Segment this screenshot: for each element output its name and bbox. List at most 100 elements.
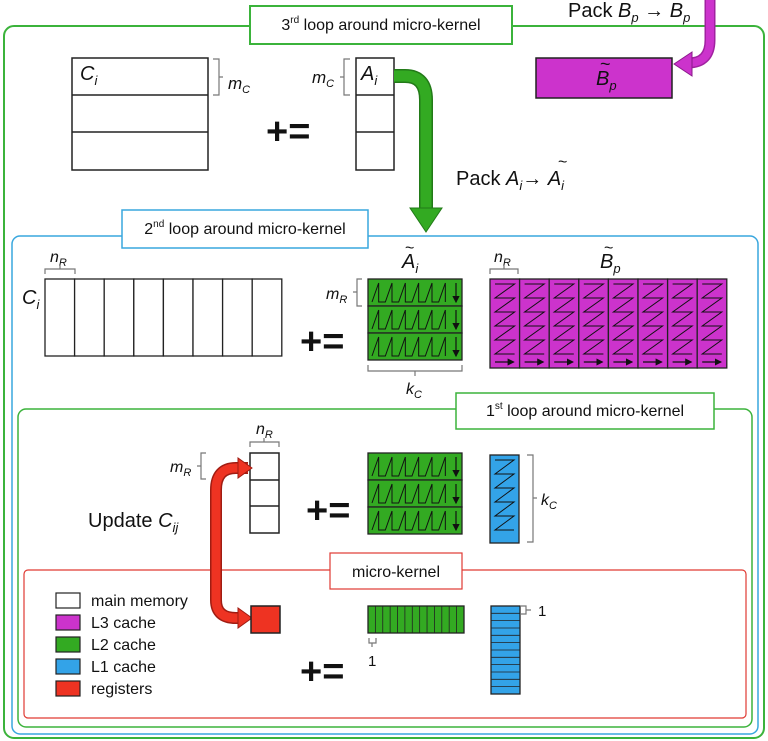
b-l1-zigzag bbox=[493, 459, 516, 531]
a-tilde-i-tilde: ~ bbox=[405, 240, 414, 257]
third-loop-title: 3rd loop around micro-kernel bbox=[281, 15, 480, 34]
register-block bbox=[250, 605, 281, 634]
one-brace-b bbox=[521, 605, 531, 615]
b-tilde-p-packed-block bbox=[535, 57, 673, 99]
update-arrowhead-top bbox=[237, 457, 253, 479]
legend-swatch bbox=[55, 592, 81, 609]
first-loop-frame bbox=[17, 408, 753, 728]
mc-label-c: mC bbox=[228, 74, 250, 96]
mr-label-c1: mR bbox=[170, 459, 191, 479]
a-zigzag-path bbox=[371, 483, 446, 504]
plus-eq-micro: += bbox=[300, 651, 344, 693]
c-i-panel bbox=[162, 278, 194, 357]
b-l1-panel bbox=[489, 454, 520, 544]
legend-swatch bbox=[55, 658, 81, 675]
legend-label: L2 cache bbox=[91, 637, 156, 654]
c-i-panel bbox=[221, 278, 253, 357]
legend-label: L3 cache bbox=[91, 615, 156, 632]
a-zigzag-path bbox=[371, 336, 446, 357]
b-packed-panel bbox=[518, 278, 550, 369]
a-i-label-top: Ai bbox=[360, 63, 378, 88]
plus-eq-top: += bbox=[266, 111, 310, 153]
c-i-panel bbox=[103, 278, 135, 357]
mr-brace-a2 bbox=[353, 278, 362, 307]
legend-label: main memory bbox=[91, 593, 188, 610]
b-tilde-p-label: Bp bbox=[596, 68, 617, 93]
c-i-label-top: Ci bbox=[80, 63, 98, 88]
c-i-panel bbox=[251, 278, 283, 357]
nr-brace-c2 bbox=[44, 265, 76, 274]
b-micro-panel-l1 bbox=[489, 454, 520, 544]
c-i-label-2: Ci bbox=[22, 287, 40, 312]
b-zigzag-path bbox=[552, 283, 576, 355]
b-tilde-p-packed-panels bbox=[489, 278, 728, 369]
b-packed-panel bbox=[666, 278, 698, 369]
b-tilde-p-tilde-2: ~ bbox=[604, 240, 613, 257]
nr-brace-b2 bbox=[489, 265, 519, 274]
second-loop-title-box bbox=[121, 209, 369, 249]
b-zigzag-path bbox=[611, 283, 635, 355]
legend-label: L1 cache bbox=[91, 659, 156, 676]
b-packed-panel bbox=[578, 278, 610, 369]
b-packed-panel bbox=[696, 278, 728, 369]
kc-brace-a2 bbox=[367, 365, 463, 376]
first-loop-title: 1st loop around micro-kernel bbox=[486, 401, 684, 420]
second-loop-title: 2nd loop around micro-kernel bbox=[144, 219, 345, 238]
b-zigzag-path bbox=[523, 283, 546, 355]
b-zigzag-path bbox=[582, 283, 605, 355]
a-zigzag-path bbox=[371, 510, 446, 531]
legend-swatch bbox=[55, 680, 81, 697]
legend-swatch bbox=[55, 614, 81, 631]
a-zigzag-path bbox=[371, 456, 446, 477]
update-arrow-outline bbox=[210, 462, 248, 624]
update-arrow bbox=[211, 463, 248, 623]
nr-label-c2: nR bbox=[50, 249, 67, 269]
a-zigzag-path bbox=[371, 282, 446, 303]
c-ij-column bbox=[249, 452, 280, 534]
mc-brace-c bbox=[213, 58, 223, 96]
a-micro-row bbox=[367, 605, 465, 634]
c-i-panel bbox=[44, 278, 76, 357]
legend-swatch bbox=[55, 636, 81, 653]
micro-kernel-title-box bbox=[329, 552, 463, 590]
mc-brace-a bbox=[340, 58, 350, 96]
pack-a-arrowhead bbox=[409, 207, 443, 233]
b-zigzag-path bbox=[493, 283, 517, 355]
c-i-panel bbox=[133, 278, 165, 357]
c-i-panel bbox=[73, 278, 105, 357]
update-label: Update Cij bbox=[88, 510, 179, 535]
nr-label-b2: nR bbox=[494, 249, 511, 269]
mr-label-a2: mR bbox=[326, 286, 347, 306]
kc-label-a2: kC bbox=[406, 381, 422, 401]
pack-a-arrow bbox=[394, 70, 432, 210]
b-micro-col-l1 bbox=[490, 605, 521, 695]
b-zigzag-path bbox=[671, 283, 694, 355]
third-loop-title-box bbox=[249, 5, 513, 45]
b-packed-panel bbox=[548, 278, 580, 369]
one-brace-a bbox=[368, 638, 377, 647]
pack-b-label: Pack Bp → Bp bbox=[568, 0, 690, 25]
kc-label-b1: kC bbox=[541, 492, 557, 512]
mr-brace-c1 bbox=[197, 452, 206, 480]
update-arrowhead-bottom bbox=[237, 607, 253, 629]
a-tilde-i-label: Ai bbox=[401, 251, 419, 276]
one-label-a: 1 bbox=[368, 653, 376, 670]
b-zigzag-path bbox=[700, 283, 724, 355]
one-label-b: 1 bbox=[538, 603, 546, 620]
b-packed-panel bbox=[607, 278, 639, 369]
a-tilde-i-packed-block-loop1 bbox=[367, 452, 463, 535]
pack-a-tilde: ~ bbox=[558, 154, 567, 171]
b-packed-panel bbox=[637, 278, 669, 369]
nr-label-c1: nR bbox=[256, 421, 273, 441]
a-zigzag-path bbox=[371, 309, 446, 330]
a-i-block-top bbox=[355, 57, 395, 171]
nr-brace-c1 bbox=[249, 438, 280, 447]
plus-eq-2: += bbox=[300, 321, 344, 363]
first-loop-title-box bbox=[455, 392, 715, 430]
kc-brace-b1 bbox=[527, 454, 537, 543]
c-i-panel bbox=[192, 278, 224, 357]
pack-a-label: Pack Ai→ Ai bbox=[456, 168, 565, 193]
second-loop-frame bbox=[11, 235, 759, 735]
